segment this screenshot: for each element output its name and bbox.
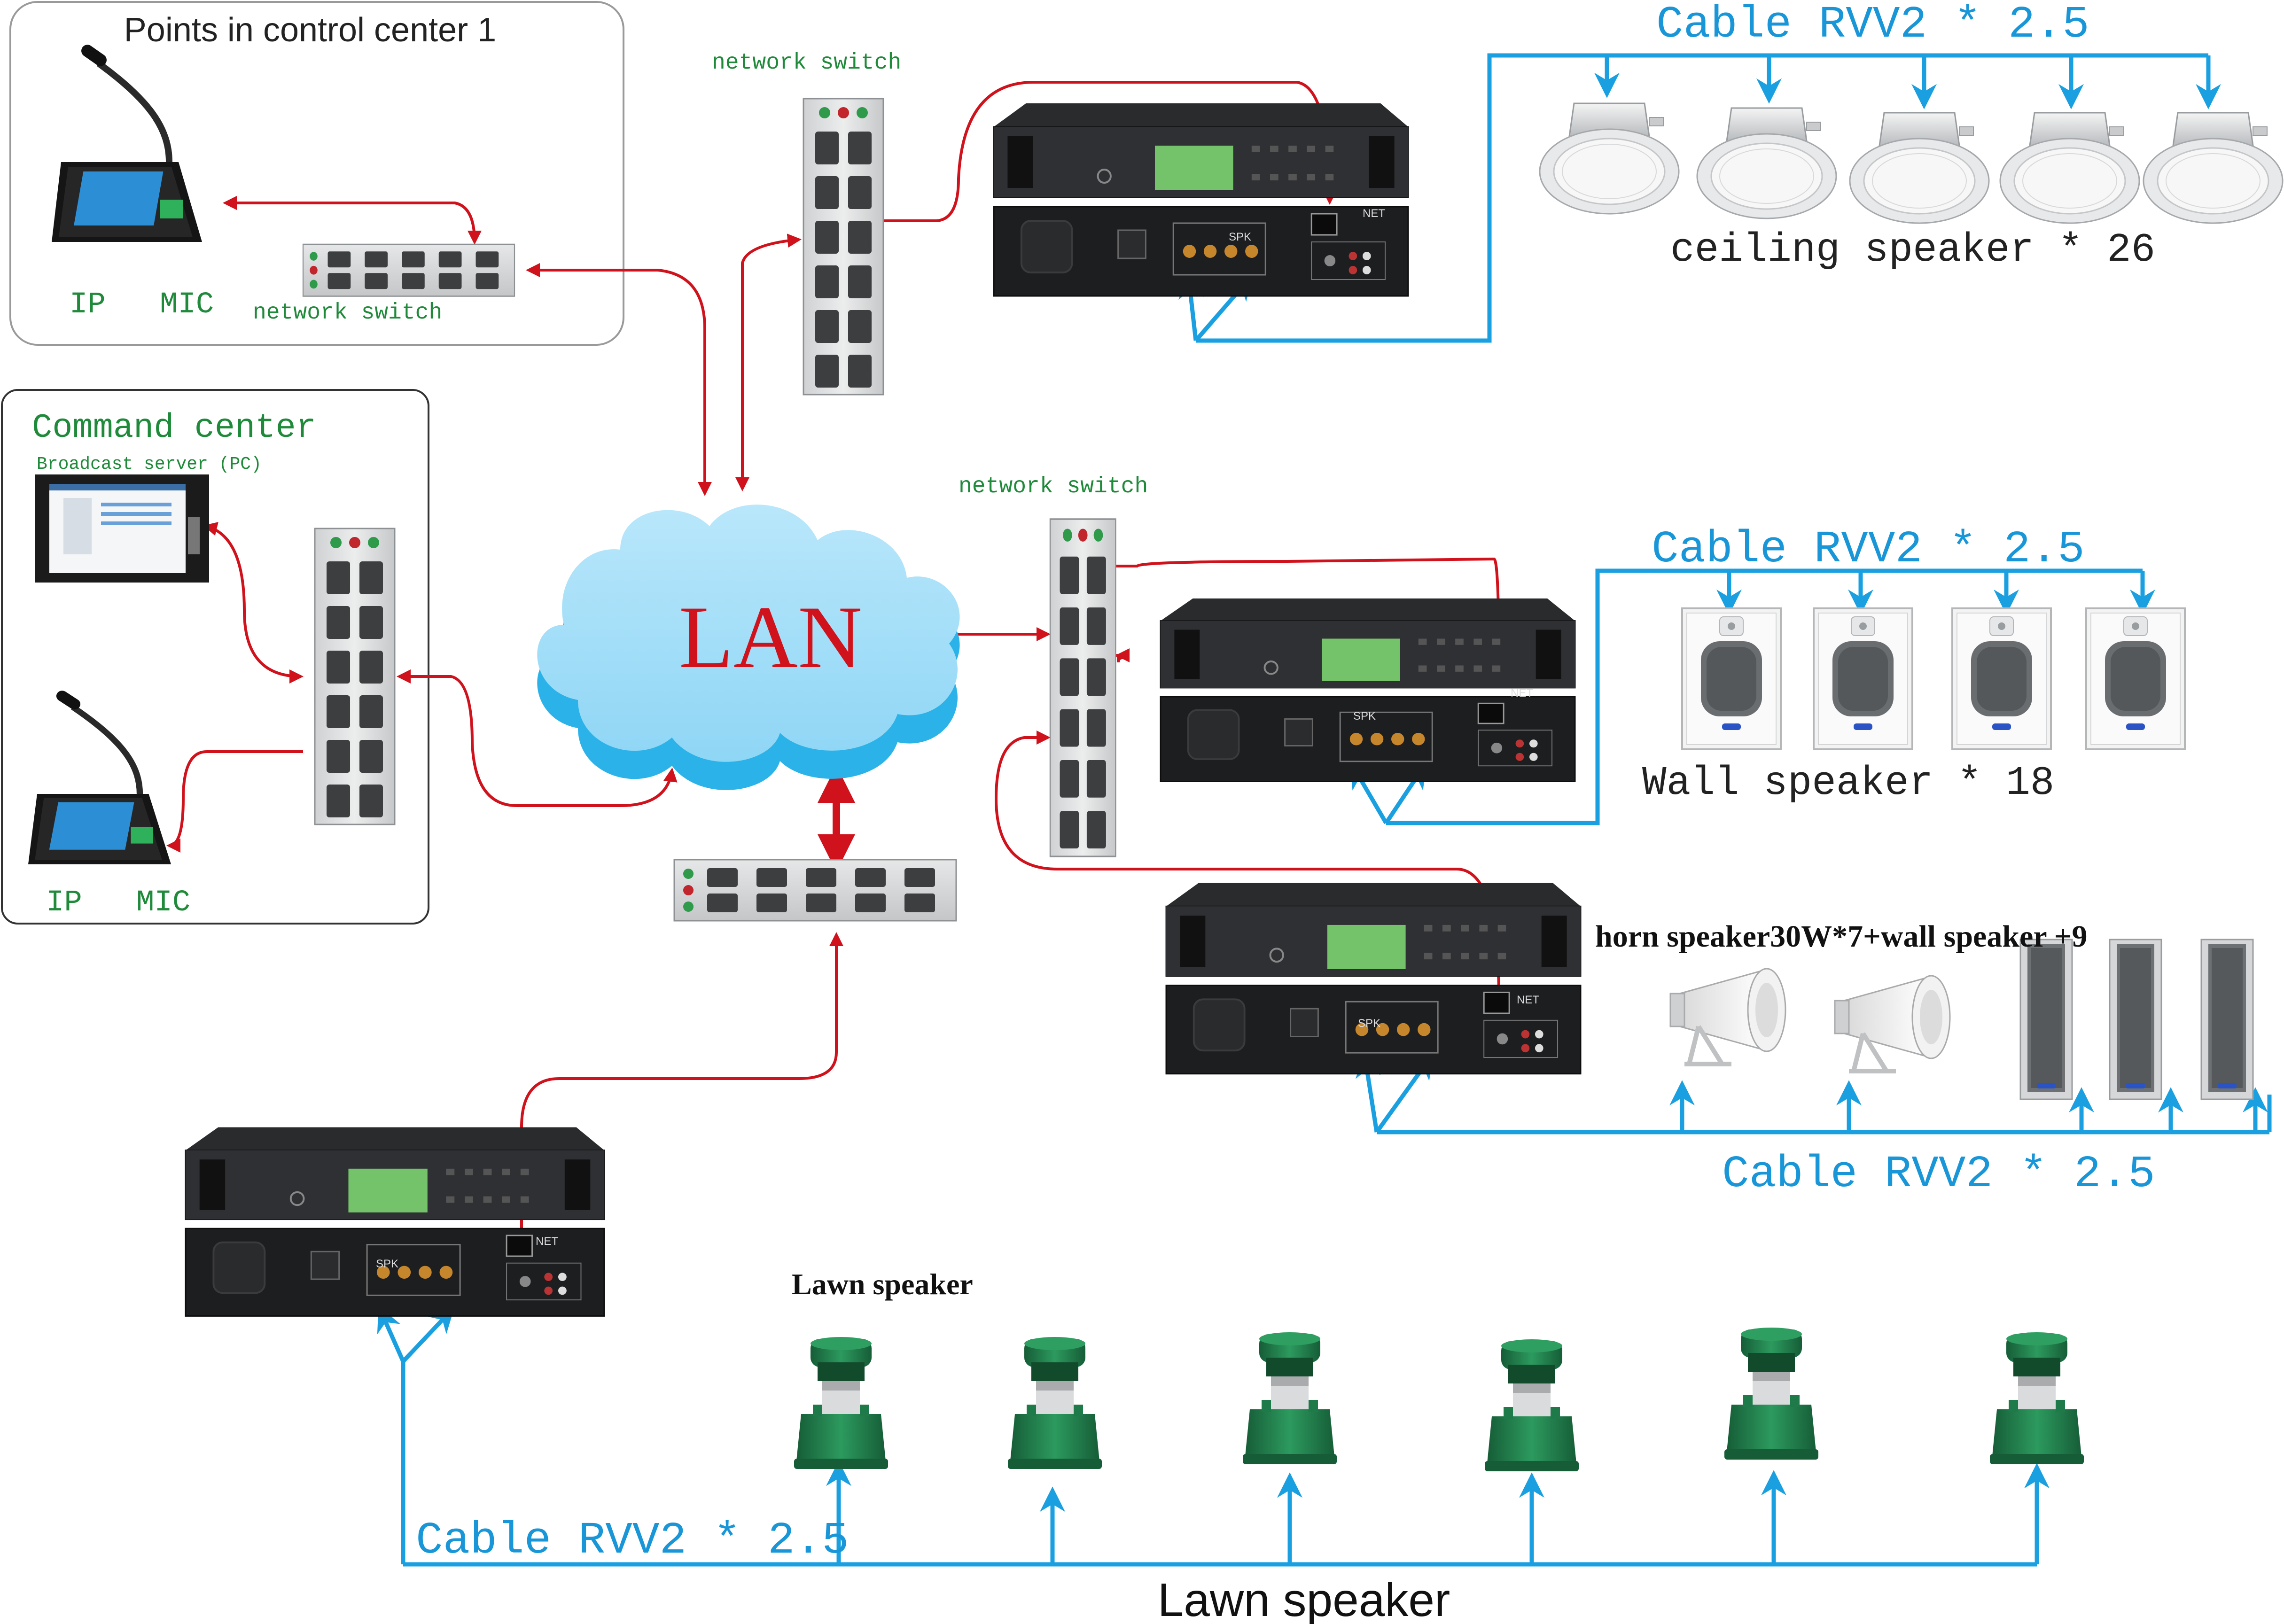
desk-microphone-icon xyxy=(28,689,171,864)
lawn-speaker-title: Lawn speaker xyxy=(792,1267,973,1301)
cable-ceiling xyxy=(1196,53,2208,343)
lan-label: LAN xyxy=(679,588,862,687)
amp-spk-label: SPK xyxy=(1229,231,1251,243)
lawn-speaker-icon xyxy=(1724,1328,1818,1460)
ceiling-speaker-icon xyxy=(1696,107,1837,219)
amplifier-lawn: NET SPK xyxy=(185,1126,605,1317)
monitor-icon xyxy=(35,474,209,583)
ceiling-speaker-icon xyxy=(2143,112,2284,224)
ceiling-speaker-icon xyxy=(1539,102,1680,215)
wall-speaker-icon xyxy=(1951,607,2052,750)
lawn-speaker-icon xyxy=(1990,1332,2084,1464)
amplifier-horn: NET SPK xyxy=(1165,882,1582,1075)
points-center-title: Points in control center 1 xyxy=(124,11,496,49)
ip-mic-label-bottom: IP MIC xyxy=(46,886,190,920)
ip-mic-label-top: IP MIC xyxy=(70,288,214,322)
wall-speaker-icon xyxy=(1813,607,1913,750)
amp-spk-label: SPK xyxy=(1358,1017,1380,1030)
desk-microphone-icon xyxy=(52,42,202,242)
horn-speaker-icon xyxy=(1670,969,1785,1064)
ceiling-speaker-icon xyxy=(1999,112,2140,224)
amplifier-icon xyxy=(993,102,1409,297)
amp-net-label: NET xyxy=(536,1235,558,1248)
amplifier-wall: NET SPK xyxy=(1160,598,1576,783)
wall-speaker-icon xyxy=(2085,607,2186,750)
wall-speaker-label: Wall speaker * 18 xyxy=(1642,760,2054,806)
lawn-speaker-icon xyxy=(1485,1339,1579,1471)
command-center-title: Command center xyxy=(32,409,316,447)
column-speaker-icon xyxy=(2200,939,2254,1100)
horn-speaker-label: horn speaker30W*7+wall speaker +9 xyxy=(1595,919,2088,954)
amplifier-icon xyxy=(1165,882,1582,1075)
ceiling-speaker-label: ceiling speaker * 26 xyxy=(1670,227,2155,273)
lawn-speaker-icon xyxy=(1243,1332,1337,1464)
wall-speaker-icon xyxy=(1681,607,1782,750)
switch-command-center xyxy=(314,528,396,825)
amp-net-label: NET xyxy=(1511,687,1533,699)
broadcast-server-label: Broadcast server (PC) xyxy=(37,454,262,474)
network-switch-label-points: network switch xyxy=(253,300,442,326)
lan-cloud-icon: LAN xyxy=(537,505,960,790)
column-speaker-icon xyxy=(2019,939,2073,1100)
lawn-speaker-icon xyxy=(1008,1337,1102,1469)
amp-spk-label: SPK xyxy=(376,1258,398,1270)
switch-lan-bottom xyxy=(673,859,957,922)
cable-label-wall: Cable RVV2 * 2.5 xyxy=(1652,524,2085,575)
network-switch-label-top: network switch xyxy=(712,50,901,76)
horn-speaker-icon xyxy=(1835,976,1950,1071)
switch-points-center xyxy=(302,243,515,297)
lawn-speaker-icon xyxy=(794,1337,888,1469)
lawn-speaker-bottom-label: Lawn speaker xyxy=(1158,1574,1450,1624)
amp-spk-label: SPK xyxy=(1353,710,1376,723)
switch-top xyxy=(803,98,884,396)
switch-middle xyxy=(1049,518,1117,857)
network-switch-label-middle: network switch xyxy=(959,474,1148,499)
amp-net-label: NET xyxy=(1363,207,1385,220)
cable-label-ceiling: Cable RVV2 * 2.5 xyxy=(1656,0,2089,50)
amp-net-label: NET xyxy=(1517,994,1539,1006)
command-center-box xyxy=(1,389,429,925)
cable-label-horn: Cable RVV2 * 2.5 xyxy=(1722,1149,2155,1200)
amplifier-icon xyxy=(185,1126,605,1317)
cable-label-lawn: Cable RVV2 * 2.5 xyxy=(416,1515,849,1566)
ceiling-speaker-icon xyxy=(1849,112,1990,224)
amplifier-ceiling: NET SPK xyxy=(993,102,1409,297)
control-center-1-box xyxy=(9,1,624,346)
column-speaker-icon xyxy=(2109,939,2162,1100)
